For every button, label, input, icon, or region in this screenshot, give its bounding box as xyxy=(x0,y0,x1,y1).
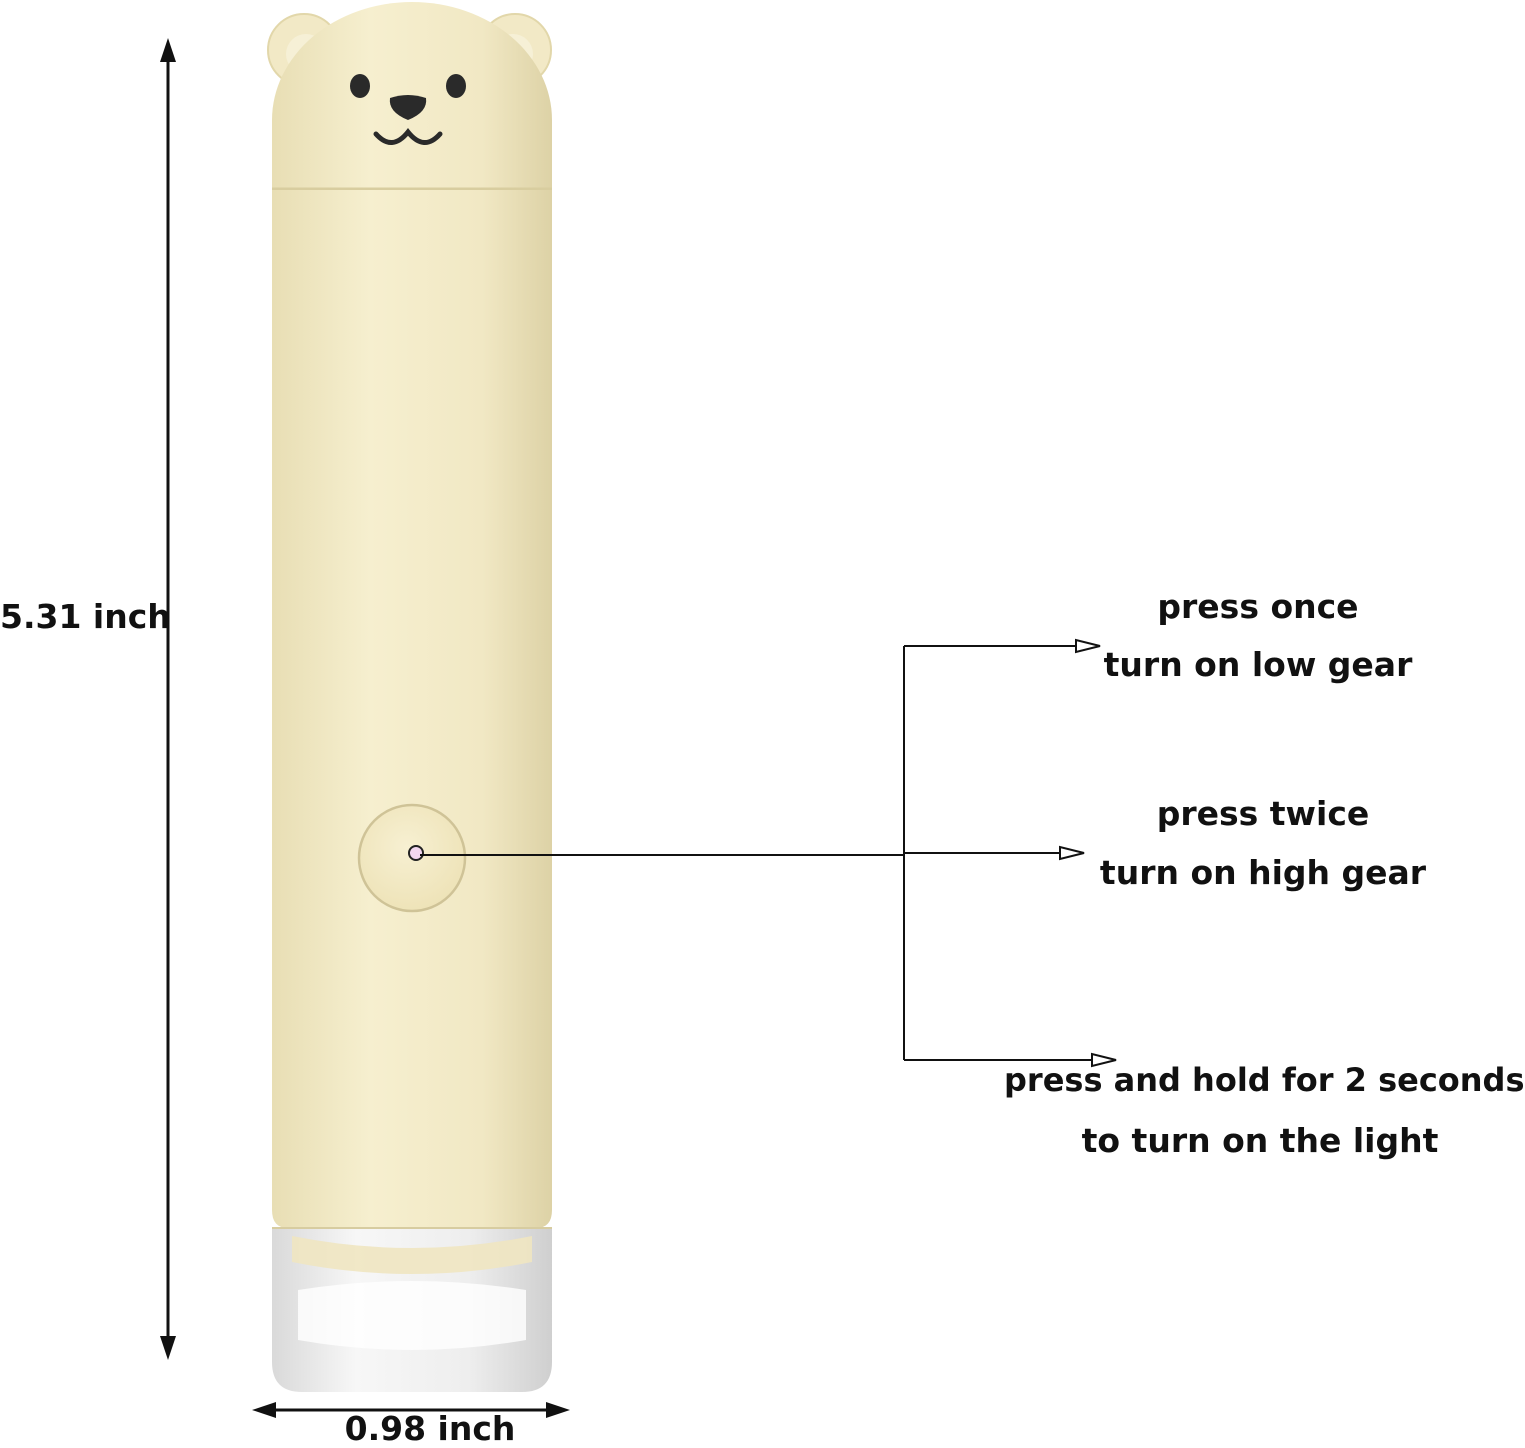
light-lens-cap xyxy=(272,1227,552,1392)
callout-connectors xyxy=(420,638,1117,1068)
action-hold-desc: to turn on the light xyxy=(1081,1121,1439,1160)
bear-head-cap xyxy=(272,2,552,188)
height-label: 5.31 inch xyxy=(0,597,171,636)
indicator-dot xyxy=(408,845,424,861)
width-label: 0.98 inch xyxy=(344,1409,516,1448)
action-twice-title: press twice xyxy=(1156,794,1370,833)
action-twice-desc: turn on high gear xyxy=(1099,853,1427,892)
action-hold-title: press and hold for 2 seconds xyxy=(1004,1061,1525,1099)
action-once-title: press once xyxy=(1157,587,1359,626)
height-dimension-arrow xyxy=(160,38,176,1360)
bear-light-device xyxy=(267,2,552,1392)
bear-face-icon xyxy=(350,74,466,145)
power-button[interactable] xyxy=(357,803,467,913)
action-once-desc: turn on low gear xyxy=(1103,645,1413,684)
width-dimension-arrow xyxy=(252,1402,570,1418)
device-body xyxy=(272,190,552,1228)
